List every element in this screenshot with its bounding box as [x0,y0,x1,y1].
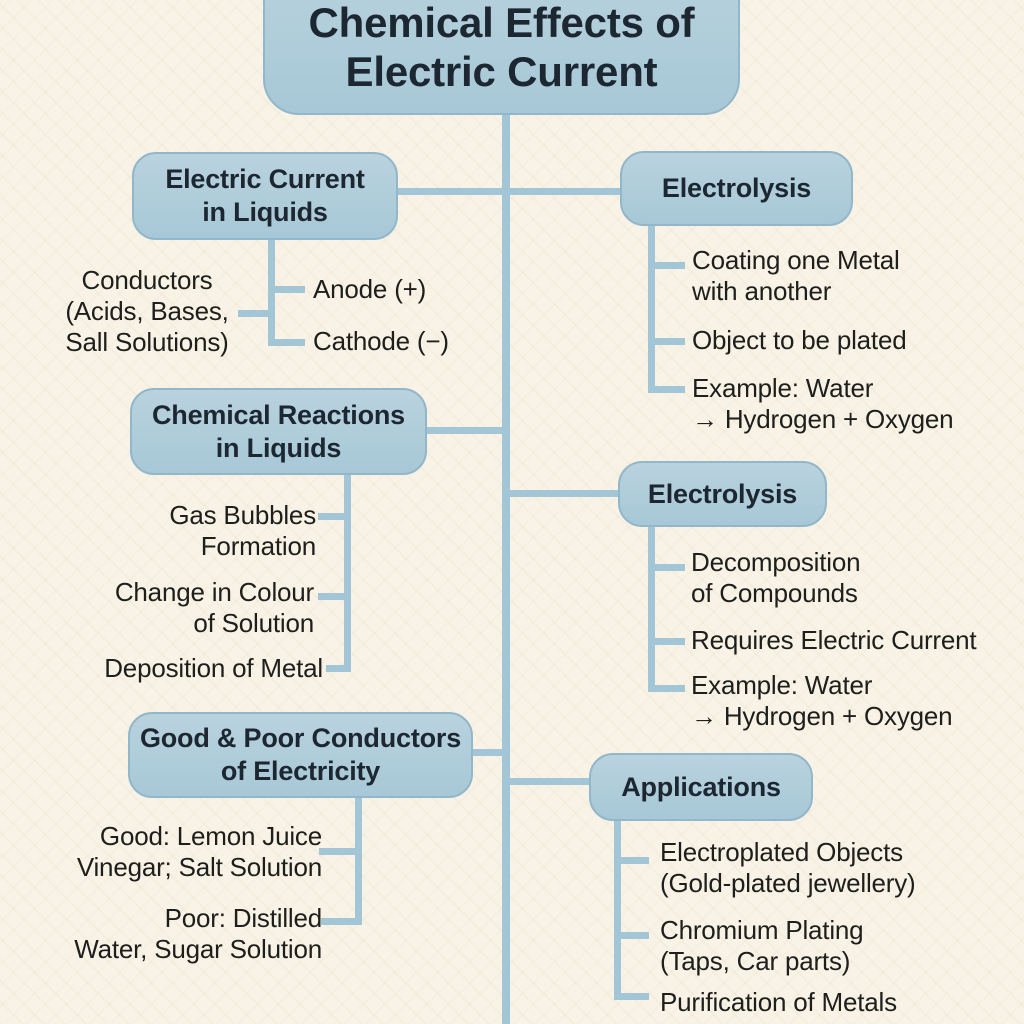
object-plated-item: Object to be plated [692,325,907,355]
colour-change-item: Change in Colour of Solution [114,577,314,638]
node-electrolysis-1: Electrolysis [620,151,853,226]
tick-line [238,310,268,317]
node-applications: Applications [589,753,813,821]
tick-line [655,564,685,571]
branch-line [614,821,621,1000]
node-electrolysis-2: Electrolysis [618,461,827,527]
node-electric-current-in-liquids: Electric Current in Liquids [132,152,398,240]
node-good-poor-conductors: Good & Poor Conductors of Electricity [128,712,473,798]
node-label: Good & Poor Conductors of Electricity [139,723,462,786]
node-label: Chemical Effects of Electric Current [308,0,695,95]
tick-line [655,338,685,345]
anode-item: Anode (+) [313,274,427,304]
tick-line [275,286,305,293]
tick-line [655,262,685,269]
connector-right3-line [506,778,592,785]
connector-left3-line [470,749,506,756]
conductors-note: Conductors (Acids, Bases, Sall Solutions… [65,265,229,357]
connector-row1-line [396,188,622,195]
node-label: Electrolysis [661,173,812,203]
tick-line [275,339,305,346]
good-conductors-item: Good: Lemon Juice Vinegar; Salt Solution [76,821,322,882]
central-spine-line [502,114,510,1024]
node-label: Electrolysis [647,478,798,509]
tick-line [319,848,355,855]
purification-item: Purification of Metals [660,987,897,1017]
node-label: Electric Current in Liquids [165,164,365,227]
branch-line [268,240,275,346]
branch-line [648,527,655,692]
tick-line [321,918,355,925]
water-example-item: Example: Water → Hydrogen + Oxygen [692,373,954,434]
node-chemical-reactions-in-liquids: Chemical Reactions in Liquids [130,388,427,475]
branch-line [344,475,351,672]
electroplated-objects-item: Electroplated Objects (Gold-plated jewel… [660,837,916,898]
node-label: Applications [621,771,781,802]
tick-line [318,513,344,520]
poor-conductors-item: Poor: Distilled Water, Sugar Solution [74,903,322,964]
gas-bubbles-item: Gas Bubbles Formation [169,500,316,561]
branch-line [355,798,362,925]
branch-line [648,226,655,393]
connector-left2-line [424,427,506,434]
tick-line [655,685,685,692]
cathode-item: Cathode (−) [313,326,449,356]
node-chemical-effects-title: Chemical Effects of Electric Current [263,0,740,115]
metal-deposition-item: Deposition of Metal [104,653,323,683]
coating-metal-item: Coating one Metal with another [692,245,900,306]
tick-line [326,665,344,672]
tick-line [621,932,649,939]
chromium-plating-item: Chromium Plating (Taps, Car parts) [660,915,864,976]
tick-line [655,386,685,393]
connector-right2-line [506,490,620,497]
tick-line [621,857,649,864]
decomposition-item: Decomposition of Compounds [691,547,861,608]
node-label: Chemical Reactions in Liquids [152,399,405,463]
water-example-item: Example: Water → Hydrogen + Oxygen [691,670,953,731]
tick-line [655,638,685,645]
tick-line [621,993,649,1000]
requires-current-item: Requires Electric Current [691,625,977,655]
tick-line [318,593,344,600]
